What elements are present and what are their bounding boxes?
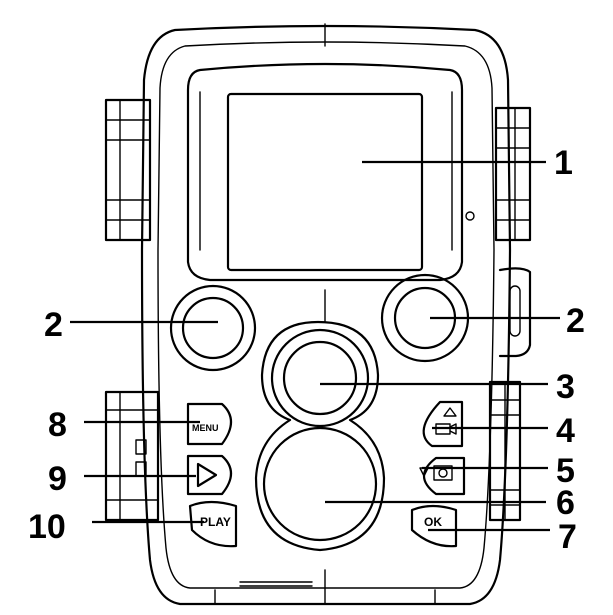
right-lower-latch	[488, 380, 522, 522]
menu-button-label: MENU	[192, 423, 219, 433]
play-button-label: PLAY	[200, 515, 231, 529]
callout-4: 4	[556, 412, 575, 450]
callout-8: 8	[48, 406, 67, 444]
callout-1: 1	[554, 144, 573, 182]
up-video-button[interactable]	[422, 400, 464, 448]
callout-2-left: 2	[44, 306, 63, 344]
callout-labels: 1 2 2 3 4 5 6 7 8 9 10	[28, 144, 585, 556]
ir-led-left	[169, 284, 257, 372]
callout-9: 9	[48, 460, 67, 498]
play-button[interactable]: PLAY	[188, 500, 238, 548]
camera-body	[140, 23, 512, 606]
play-arrow-icon	[196, 462, 218, 488]
callout-2-right: 2	[566, 302, 585, 340]
ok-button-label: OK	[424, 515, 442, 529]
callout-3: 3	[556, 368, 575, 406]
callout-leaders	[70, 160, 560, 532]
callout-10: 10	[28, 508, 66, 546]
ok-button[interactable]: OK	[410, 504, 458, 548]
left-lower-latch	[104, 390, 160, 522]
right-arrow-button[interactable]	[186, 454, 233, 496]
up-triangle-icon	[443, 407, 457, 417]
callout-6: 6	[556, 484, 575, 522]
down-photo-button[interactable]	[419, 456, 466, 496]
indicator-led	[465, 211, 475, 221]
strap-loop	[498, 267, 532, 358]
lens-pir-housing	[254, 289, 386, 552]
menu-button[interactable]: MENU	[186, 402, 233, 446]
left-hinge	[104, 98, 152, 242]
lcd-screen	[186, 62, 475, 282]
pir-sensor	[262, 426, 378, 542]
callout-5: 5	[556, 452, 575, 490]
camera-lens	[270, 328, 370, 428]
callout-7: 7	[558, 518, 577, 556]
right-hinge	[494, 106, 532, 242]
